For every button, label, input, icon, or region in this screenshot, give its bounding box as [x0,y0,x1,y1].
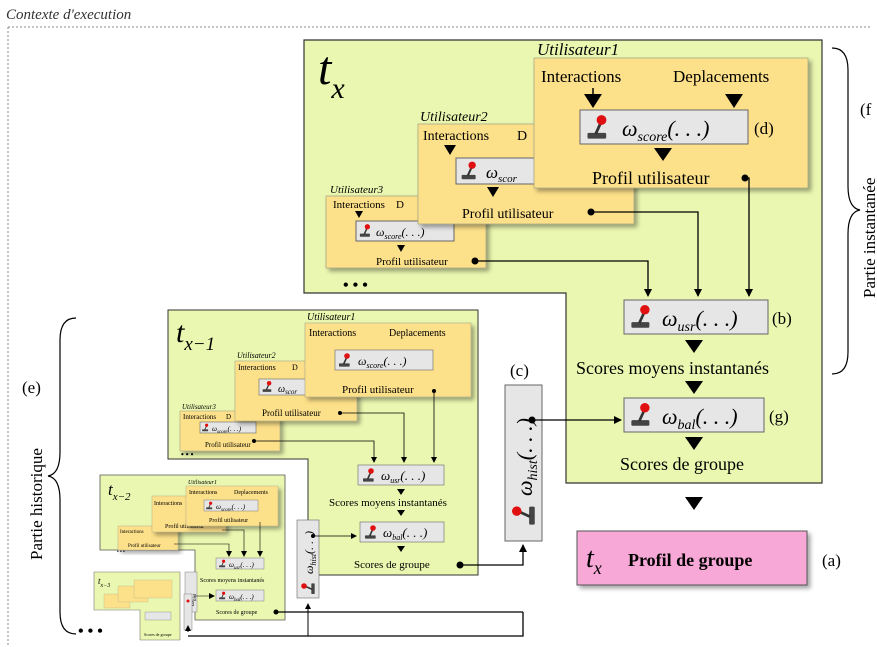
hist1-u2-name: Utilisateur2 [237,351,276,360]
hist1-u3-depl: D [226,413,231,421]
hist3-t: tx−3 [98,576,110,589]
usr-op-label: ωusr(. . .) [662,306,738,335]
bal-op-tag: (g) [769,407,789,426]
hist1-scores-moyens: Scores moyens instantanés [329,497,447,509]
svg-text:Scores moyens instantanés: Scores moyens instantanés [200,578,265,584]
svg-text:Profil utilisateur: Profil utilisateur [165,523,204,530]
user3-score-label: ωscore(. . .) [376,225,425,241]
svg-text:Profil utilisateur: Profil utilisateur [209,517,248,524]
user2-name: Utilisateur2 [420,110,488,125]
hist1-u1-inter: Interactions [309,328,356,339]
svg-text:ωhist(. . .): ωhist(. . .) [302,531,318,574]
instant-tx: tx [318,42,345,105]
svg-text:ωscore(. . .): ωscore(. . .) [212,425,242,435]
usr-op-box [623,299,769,335]
user3-deplacements: D [396,199,404,211]
usr-op-tag: (b) [772,309,792,328]
brace-f [831,47,861,375]
brace-e [47,317,77,635]
hist-op-label: ωhist(. . .) [512,418,541,496]
hist1-t: tx−1 [176,316,215,355]
svg-text:Interactions: Interactions [189,490,218,496]
svg-text:Scores de groupe: Scores de groupe [144,632,172,637]
svg-text:ωusr(. . .): ωusr(. . .) [381,468,425,485]
scores-moyens: Scores moyens instantanés [576,358,769,378]
hist1-u2-profile: Profil utilisateur [262,408,321,418]
user1-name: Utilisateur1 [537,40,619,59]
output-t: tx [586,543,602,578]
tag-e: (e) [22,378,41,397]
svg-text:Interactions: Interactions [154,501,183,507]
user3-name: Utilisateur3 [330,184,384,196]
user1-tag: (d) [754,119,774,138]
svg-text:Scores de groupe: Scores de groupe [216,610,258,616]
hist1-u1-profile: Profil utilisateur [342,384,414,396]
user2-profile: Profil utilisateur [462,207,554,222]
user1-score-label: ωscore(. . .) [622,116,710,145]
svg-text:ωscore(. . .): ωscore(. . .) [358,354,407,370]
output-tag: (a) [822,551,841,570]
svg-text:Profil utilisateur: Profil utilisateur [128,544,161,549]
hist1-u2-inter: Interactions [238,363,276,372]
partie-instantanee: Partie instantanée [860,178,877,298]
user3-score-box [355,220,455,242]
user2-interactions: Interactions [423,129,489,144]
hist1-u3-inter: Interactions [183,413,216,421]
group-profile-box [576,530,808,586]
bal-op-box [623,397,765,433]
bal-op-label: ωbal(. . .) [662,404,738,433]
user3-profile: Profil utilisateur [376,256,448,268]
hist-op-tag: (c) [510,361,529,380]
user2-deplacements: D [517,129,527,144]
user1-score-box [579,109,749,145]
svg-text:ωusr(. . .): ωusr(. . .) [229,561,254,571]
user1-deplacements: Deplacements [673,67,769,86]
svg-text:Utilisateur1: Utilisateur1 [188,480,217,486]
tag-f: (f [860,100,872,119]
svg-text:ωbal(. . .): ωbal(. . .) [383,525,427,542]
user1-profile: Profil utilisateur [592,168,709,188]
hist1-u2-depl: D [292,363,298,372]
hist1-u1-depl: Deplacements [389,328,446,339]
hist2-t: tx−2 [108,480,131,503]
output-label: Profil de groupe [628,550,752,570]
svg-text:ωscor: ωscor [278,384,297,396]
scores-groupe: Scores de groupe [620,454,744,474]
hist1-scores-groupe: Scores de groupe [354,559,430,571]
svg-text:Interactions: Interactions [120,530,144,535]
hist1-u3-name: Utilisateur3 [182,403,216,411]
user3-interactions: Interactions [333,199,385,211]
user2-score-label: ωscor [486,163,518,185]
hist-ellipsis: • • • [78,623,103,640]
svg-text:Deplacements: Deplacements [234,490,269,496]
instant-ellipsis: • • • [343,277,368,294]
hist1-u1-name: Utilisateur1 [307,312,355,323]
svg-text:ωbal(. . .): ωbal(. . .) [229,593,254,603]
context-title: Contexte d'execution [6,7,131,23]
svg-text:• • •: • • • [117,550,125,555]
svg-text:ωscore(. . .): ωscore(. . .) [216,503,246,513]
partie-historique: Partie historique [27,448,46,560]
user1-interactions: Interactions [541,67,621,86]
hist1-u3-profile: Profil utilisateur [205,441,251,449]
hist1-ellipsis: • • • [181,450,194,459]
